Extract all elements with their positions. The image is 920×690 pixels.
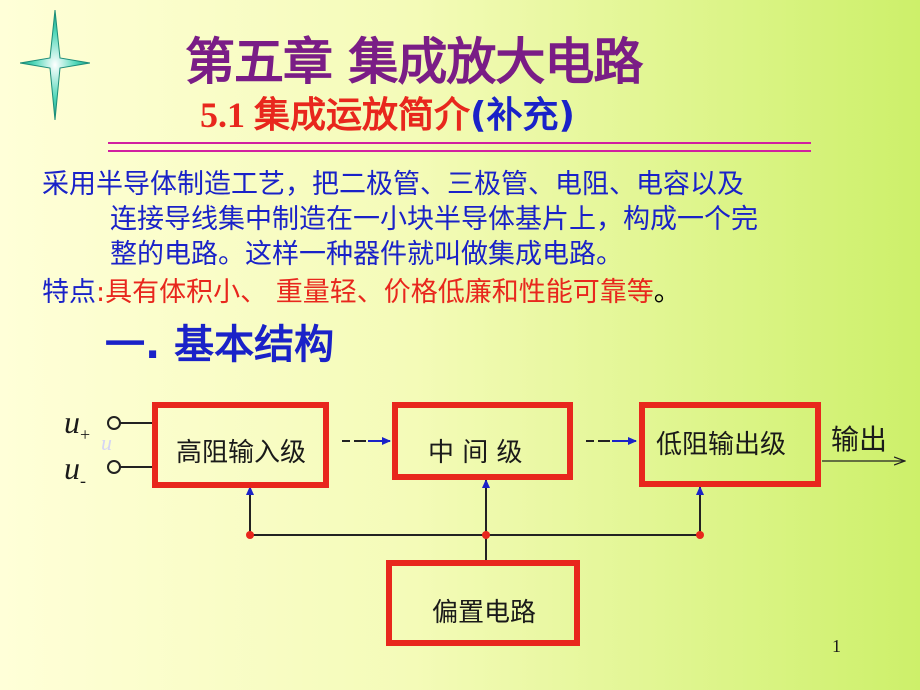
input-minus-u: u — [64, 450, 80, 486]
features-label: 特点 — [42, 277, 96, 308]
features-line: 特点:具有体积小、 重量轻、价格低廉和性能可靠等。 — [42, 270, 681, 309]
slide-title: 第五章 集成放大电路 — [185, 33, 643, 91]
bias-circuit-block — [386, 560, 580, 646]
input-plus-u: u — [64, 404, 80, 440]
features-colon: : — [96, 277, 106, 308]
paragraph-line-2: 连接导线集中制造在一小块半导体基片上，构成一个完 — [110, 204, 758, 235]
subtitle-number: 5.1 — [200, 95, 254, 135]
faint-u-label: u — [101, 430, 112, 455]
features-text: 具有体积小、 重量轻、价格低廉和性能可靠等 — [105, 277, 654, 308]
middle-stage-label: 中 间 级 — [428, 438, 523, 468]
subtitle-main: 集成运放简介 — [254, 95, 471, 136]
page-number: 1 — [832, 636, 841, 656]
input-plus-label: u+ — [64, 404, 90, 445]
input-stage-label: 高阻输入级 — [176, 438, 307, 468]
stage-arrows — [342, 437, 905, 461]
paragraph-line-3: 整的电路。这样一种器件就叫做集成电路。 — [110, 239, 623, 270]
features-end: 。 — [653, 277, 681, 308]
output-stage-label: 低阻输出级 — [656, 430, 787, 460]
title-divider — [108, 142, 811, 152]
middle-stage-block — [392, 402, 573, 480]
slide-subtitle: 5.1 集成运放简介(补充) — [200, 86, 575, 138]
bias-bus — [246, 479, 704, 560]
output-stage-block — [639, 402, 821, 487]
four-point-star-icon — [20, 10, 90, 120]
bias-circuit-label: 偏置电路 — [432, 598, 537, 628]
input-stage-block — [152, 402, 329, 488]
input-minus-sub: - — [80, 470, 86, 491]
input-plus-sub: + — [80, 424, 91, 445]
output-label: 输出 — [831, 423, 888, 456]
paragraph-line-1: 采用半导体制造工艺，把二极管、三极管、电阻、电容以及 — [42, 169, 744, 200]
subtitle-suffix: (补充) — [470, 95, 575, 136]
input-minus-label: u- — [64, 450, 86, 491]
input-terminals — [107, 416, 152, 474]
section-heading: 一. 基本结构 — [105, 322, 335, 368]
